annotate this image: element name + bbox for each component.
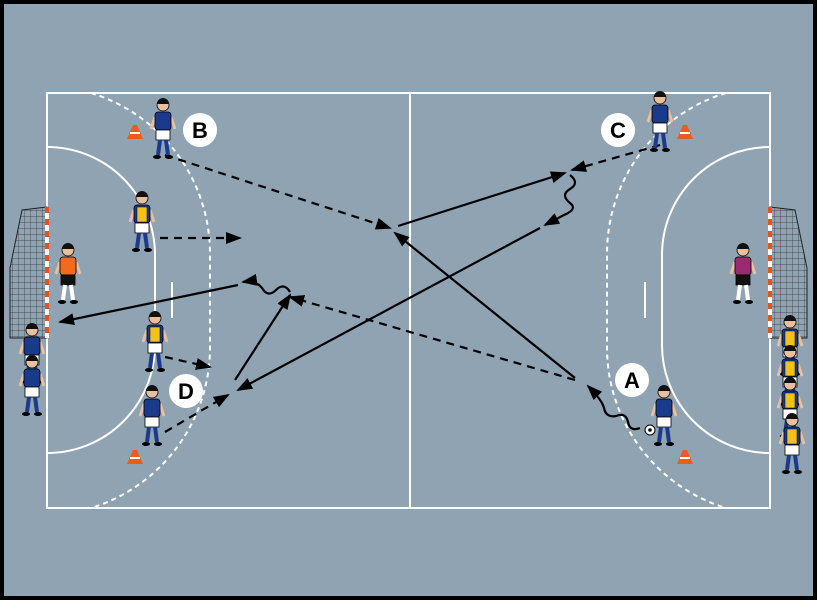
label-c: C — [610, 118, 626, 143]
run-arrow-dashed — [288, 295, 576, 382]
label-b: B — [192, 118, 208, 143]
position-label-d: D — [169, 374, 203, 408]
position-label-b: B — [183, 113, 217, 147]
cones — [127, 125, 693, 464]
players — [18, 91, 806, 474]
cone-icon — [677, 450, 693, 464]
cone-icon — [127, 125, 143, 139]
label-a: A — [624, 368, 640, 393]
movement-arrows — [58, 143, 661, 433]
floor — [4, 4, 813, 596]
goalkeeper-left-icon — [54, 243, 82, 304]
player-attacker-bib-icon — [141, 311, 169, 372]
dribble-arrow — [241, 273, 291, 295]
position-label-c: C — [601, 113, 635, 147]
ball — [644, 424, 656, 436]
left-goal-area — [46, 146, 156, 454]
dribble-arrow — [543, 174, 577, 226]
run-arrow-dashed — [570, 143, 661, 172]
player-a-icon — [650, 385, 678, 446]
left-goal — [9, 206, 49, 339]
cone-icon — [677, 125, 693, 139]
label-d: D — [178, 379, 194, 404]
run-arrow-dashed — [164, 393, 230, 433]
run-arrow-dashed — [164, 153, 392, 230]
pass-arrow — [234, 293, 292, 381]
right-free-throw-line — [605, 92, 727, 509]
player-waiting-icon — [18, 355, 46, 416]
right-goal-area — [661, 146, 771, 454]
pass-arrow — [58, 283, 239, 326]
pass-arrow — [236, 227, 541, 391]
player-b-icon — [149, 98, 177, 159]
player-c-icon — [646, 91, 674, 152]
dribble-arrow — [586, 384, 641, 431]
player-d-icon — [138, 385, 166, 446]
goalkeeper-right-icon — [729, 243, 757, 304]
player-attacker-bib-icon — [128, 191, 156, 252]
run-arrow-dashed — [164, 355, 212, 370]
left-free-throw-line — [90, 92, 212, 509]
position-label-a: A — [615, 363, 649, 397]
cone-icon — [127, 450, 143, 464]
pass-arrow — [393, 231, 576, 379]
pass-arrow — [397, 171, 567, 228]
right-goal — [768, 206, 808, 339]
player-waiting-bib-icon — [778, 413, 806, 474]
